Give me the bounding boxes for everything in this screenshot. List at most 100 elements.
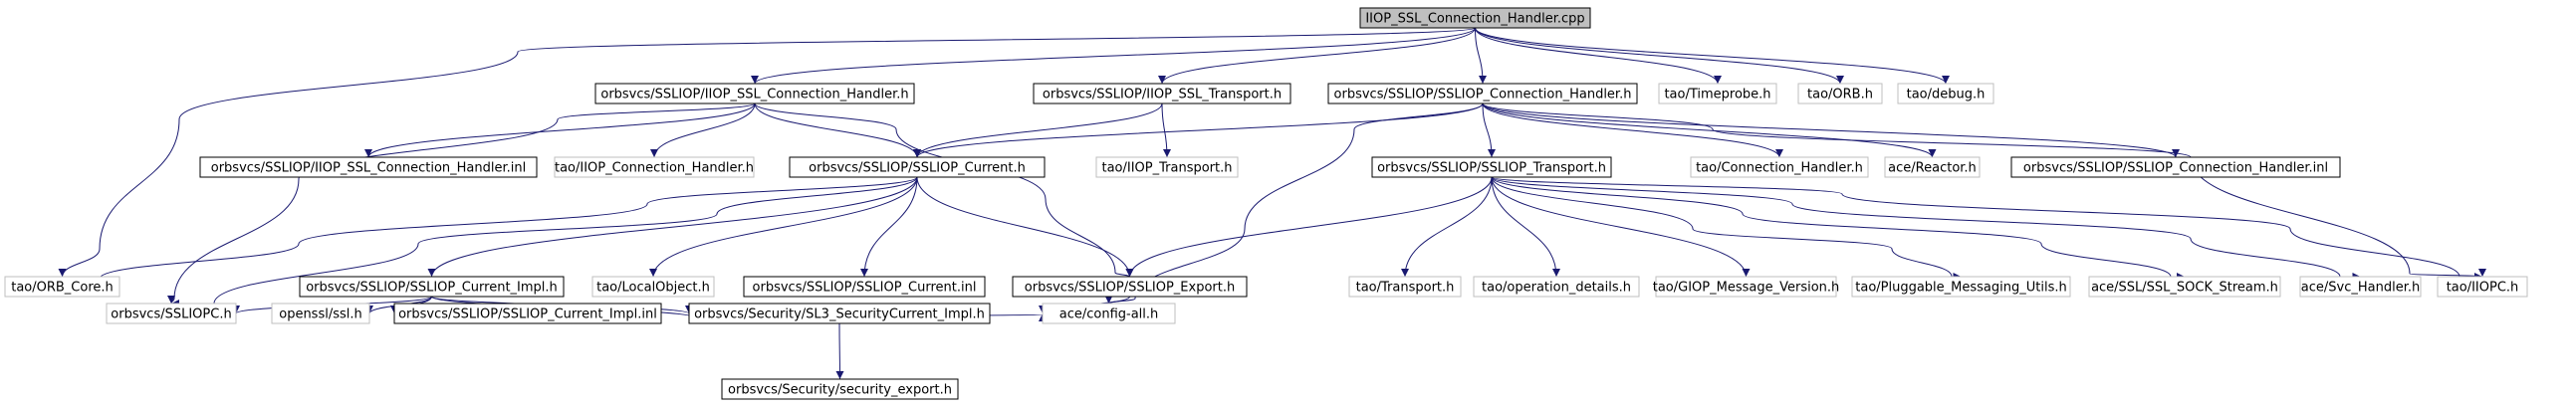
node-n11[interactable]: orbsvcs/SSLIOP/SSLIOP_Transport.h — [1371, 156, 1612, 178]
node-n32[interactable]: orbsvcs/Security/security_export.h — [721, 378, 959, 400]
node-box — [1797, 83, 1883, 104]
edge-n9-n16 — [427, 176, 918, 278]
edge-n1-n27 — [167, 102, 756, 305]
node-label: orbsvcs/SSLIOP/SSLIOP_Connection_Handler… — [1334, 88, 1632, 102]
node-box — [393, 303, 662, 324]
node-box — [1359, 7, 1591, 29]
node-label: tao/GIOP_Message_Version.h — [1653, 281, 1840, 296]
edge-n11-n22 — [1491, 176, 1751, 278]
node-label: openssl/ssl.h — [279, 307, 362, 322]
edge-n0-n3 — [1475, 27, 1487, 85]
node-label: orbsvcs/SSLIOP/SSLIOP_Current.inl — [753, 281, 977, 296]
node-box — [199, 156, 538, 178]
node-box — [271, 303, 370, 324]
node-n9[interactable]: orbsvcs/SSLIOP/SSLIOP_Current.h — [789, 156, 1046, 178]
node-box — [1658, 83, 1777, 104]
node-n0: IIOP_SSL_Connection_Handler.cpp — [1359, 7, 1591, 29]
node-n31[interactable]: ace/config-all.h — [1042, 303, 1176, 324]
edge-n3-n14 — [1482, 102, 2180, 158]
node-box — [299, 276, 565, 298]
node-box — [1897, 83, 1994, 104]
edge-n9-n17 — [649, 176, 918, 278]
node-label: tao/Pluggable_Messaging_Utils.h — [1855, 281, 2066, 296]
node-box — [1690, 156, 1869, 178]
node-box — [1095, 156, 1239, 178]
node-label: orbsvcs/SSLIOP/SSLIOP_Export.h — [1025, 281, 1235, 296]
node-n21[interactable]: tao/operation_details.h — [1473, 276, 1640, 298]
node-n14[interactable]: orbsvcs/SSLIOP/SSLIOP_Connection_Handler… — [2010, 156, 2341, 178]
node-box — [688, 303, 991, 324]
edge-n3-n11 — [1482, 102, 1496, 158]
node-box — [1012, 276, 1248, 298]
edge-n1-n9 — [754, 102, 921, 158]
node-n7[interactable]: orbsvcs/SSLIOP/IIOP_SSL_Connection_Handl… — [199, 156, 538, 178]
file-nodes: IIOP_SSL_Connection_Handler.cpp orbsvcs/S… — [4, 7, 2528, 400]
node-n10[interactable]: tao/IIOP_Transport.h — [1095, 156, 1239, 178]
node-box — [1851, 276, 2071, 298]
node-label: orbsvcs/Security/security_export.h — [728, 383, 952, 398]
node-n13[interactable]: ace/Reactor.h — [1884, 156, 1981, 178]
node-label: tao/IIOPC.h — [2447, 281, 2519, 296]
node-label: ace/config-all.h — [1059, 307, 1159, 322]
node-label: ace/Svc_Handler.h — [2301, 281, 2420, 296]
edge-n9-n27 — [171, 176, 918, 307]
node-box — [1473, 276, 1640, 298]
node-n1[interactable]: orbsvcs/SSLIOP/IIOP_SSL_Connection_Handl… — [594, 83, 915, 104]
node-n4[interactable]: tao/Timeprobe.h — [1658, 83, 1777, 104]
edge-n11-n23 — [1491, 176, 1962, 281]
node-label: tao/LocalObject.h — [596, 281, 710, 296]
node-n18[interactable]: orbsvcs/SSLIOP/SSLIOP_Current.inl — [743, 276, 986, 298]
node-n27[interactable]: orbsvcs/SSLIOPC.h — [106, 303, 237, 324]
node-box — [106, 303, 237, 324]
node-n25[interactable]: ace/Svc_Handler.h — [2299, 276, 2422, 298]
node-n3[interactable]: orbsvcs/SSLIOP/SSLIOP_Connection_Handler… — [1327, 83, 1638, 104]
node-label: orbsvcs/SSLIOPC.h — [111, 307, 231, 322]
edge-n11-n24 — [1491, 176, 2185, 281]
node-label: tao/ORB_Core.h — [11, 281, 114, 296]
node-n8[interactable]: tao/IIOP_Connection_Handler.h — [554, 156, 755, 178]
node-n26[interactable]: tao/IIOPC.h — [2437, 276, 2528, 298]
edge-n0-n1 — [751, 27, 1476, 85]
node-n17[interactable]: tao/LocalObject.h — [591, 276, 715, 298]
edge-n3-n13 — [1482, 102, 1937, 158]
node-n2[interactable]: orbsvcs/SSLIOP/IIOP_SSL_Transport.h — [1033, 83, 1291, 104]
node-n6[interactable]: tao/debug.h — [1897, 83, 1994, 104]
node-box — [1033, 83, 1291, 104]
edge-n0-n15 — [58, 27, 1476, 278]
node-label: orbsvcs/SSLIOP/SSLIOP_Current.h — [809, 161, 1026, 176]
node-n19[interactable]: orbsvcs/SSLIOP/SSLIOP_Export.h — [1012, 276, 1248, 298]
node-label: tao/Connection_Handler.h — [1696, 161, 1863, 176]
edge-n9-n18 — [860, 176, 918, 278]
node-n20[interactable]: tao/Transport.h — [1348, 276, 1462, 298]
node-n12[interactable]: tao/Connection_Handler.h — [1690, 156, 1869, 178]
edge-n1-n7 — [364, 102, 756, 158]
node-box — [743, 276, 986, 298]
node-n23[interactable]: tao/Pluggable_Messaging_Utils.h — [1851, 276, 2071, 298]
node-box — [554, 156, 755, 178]
edge-n1-n8 — [650, 102, 756, 158]
node-box — [1371, 156, 1612, 178]
edge-n0-n4 — [1475, 27, 1722, 85]
node-label: tao/debug.h — [1907, 88, 1986, 102]
edge-n9-n15 — [58, 176, 918, 286]
node-label: IIOP_SSL_Connection_Handler.cpp — [1365, 12, 1584, 27]
edge-n0-n2 — [1158, 27, 1476, 85]
node-n16[interactable]: orbsvcs/SSLIOP/SSLIOP_Current_Impl.h — [299, 276, 565, 298]
node-label: orbsvcs/Security/SL3_SecurityCurrent_Imp… — [694, 307, 985, 322]
node-n15[interactable]: tao/ORB_Core.h — [4, 276, 120, 298]
node-n24[interactable]: ace/SSL/SSL_SOCK_Stream.h — [2088, 276, 2281, 298]
node-n28[interactable]: openssl/ssl.h — [271, 303, 370, 324]
node-n22[interactable]: tao/GIOP_Message_Version.h — [1653, 276, 1840, 298]
edge-n2-n10 — [1161, 102, 1171, 158]
node-n30[interactable]: orbsvcs/Security/SL3_SecurityCurrent_Imp… — [688, 303, 991, 324]
node-box — [594, 83, 915, 104]
edge-n30-n32 — [835, 322, 844, 380]
edge-n3-n31 — [1104, 102, 1484, 305]
node-label: orbsvcs/SSLIOP/SSLIOP_Connection_Handler… — [2023, 161, 2328, 176]
node-box — [1327, 83, 1638, 104]
node-box — [1042, 303, 1176, 324]
node-label: tao/IIOP_Connection_Handler.h — [555, 161, 754, 176]
node-n5[interactable]: tao/ORB.h — [1797, 83, 1883, 104]
node-n29[interactable]: orbsvcs/SSLIOP/SSLIOP_Current_Impl.inl — [393, 303, 662, 324]
